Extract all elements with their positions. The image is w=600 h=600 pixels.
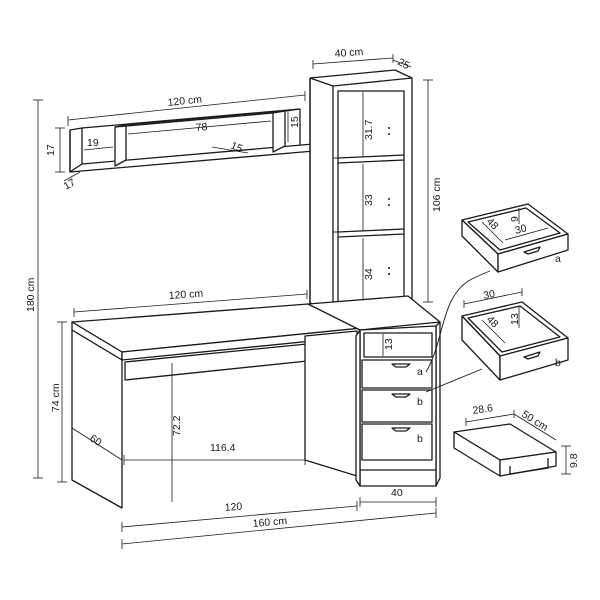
cabinet-drawer-b-label-1: b (417, 396, 423, 408)
desk (71, 303, 363, 509)
shelf-left-compartment-label: 19 (87, 137, 99, 149)
tower-depth-label: 25 (396, 56, 412, 72)
cabinet-open-height-label: 13 (383, 338, 395, 350)
drawer-b-label: b (555, 357, 561, 369)
total-height-dimension: 180 cm (25, 99, 43, 479)
desk-height-label: 74 cm (50, 383, 62, 412)
wall-shelf (69, 108, 326, 173)
desk-dimensions: 120 cm 74 cm 60 72.2 116.4 120 40 160 cm (50, 288, 437, 549)
shelf-dimensions: 120 cm 19 78 15 15 17 17 (45, 91, 306, 193)
desk-bottom-width-label: 120 (224, 500, 243, 513)
drawer-cabinet: a b b (307, 295, 441, 487)
cabinet-drawer-b-label-2: b (417, 433, 423, 445)
tower-bookcase (309, 69, 413, 311)
desk-inner-height-label: 72.2 (171, 415, 183, 436)
tower-dimensions: 40 cm 25 106 cm 31.7 33 34 (312, 46, 443, 303)
stand-height-label: 9.8 (568, 453, 580, 468)
tower-shelf-3-label: 34 (363, 268, 375, 280)
tower-height-label: 106 cm (431, 177, 443, 212)
desk-top-width-label: 120 cm (168, 288, 203, 302)
drawer-b-width-label: 30 (482, 288, 496, 302)
tower-shelf-2-label: 33 (363, 194, 375, 206)
shelf-width-label: 120 cm (167, 93, 203, 109)
shelf-side-height-label: 15 (289, 116, 301, 128)
tower-shelf-1-label: 31.7 (363, 119, 375, 140)
cabinet-drawer-a-label: a (417, 366, 423, 378)
drawer-b-detail: b 30 48 13 (461, 288, 569, 381)
stand-depth-label: 50 cm (519, 408, 550, 433)
keyboard-stand (453, 423, 557, 477)
drawer-a-height-label: 9 (509, 216, 521, 222)
shelf-inner-width-label: 78 (195, 121, 208, 134)
shelf-depth-label: 15 (229, 140, 244, 156)
cabinet-width-label: 40 (391, 487, 403, 499)
drawer-a-detail: a 48 30 9 (461, 203, 569, 273)
cabinet-dimensions: 13 (382, 334, 395, 356)
desk-depth-label: 60 (87, 432, 103, 449)
total-height-label: 180 cm (25, 277, 37, 312)
total-width-label: 160 cm (252, 515, 288, 530)
desk-inner-width-label: 116.4 (210, 442, 236, 454)
shelf-end-depth-label: 17 (62, 176, 78, 192)
drawer-a-width-label: 30 (514, 222, 529, 237)
stand-width-label: 28.6 (472, 402, 494, 417)
drawer-b-height-label: 13 (509, 313, 521, 325)
shelf-height-label: 17 (45, 144, 57, 156)
drawer-a-label: a (555, 253, 561, 265)
leader-lines (425, 270, 491, 393)
tower-width-label: 40 cm (334, 46, 364, 60)
